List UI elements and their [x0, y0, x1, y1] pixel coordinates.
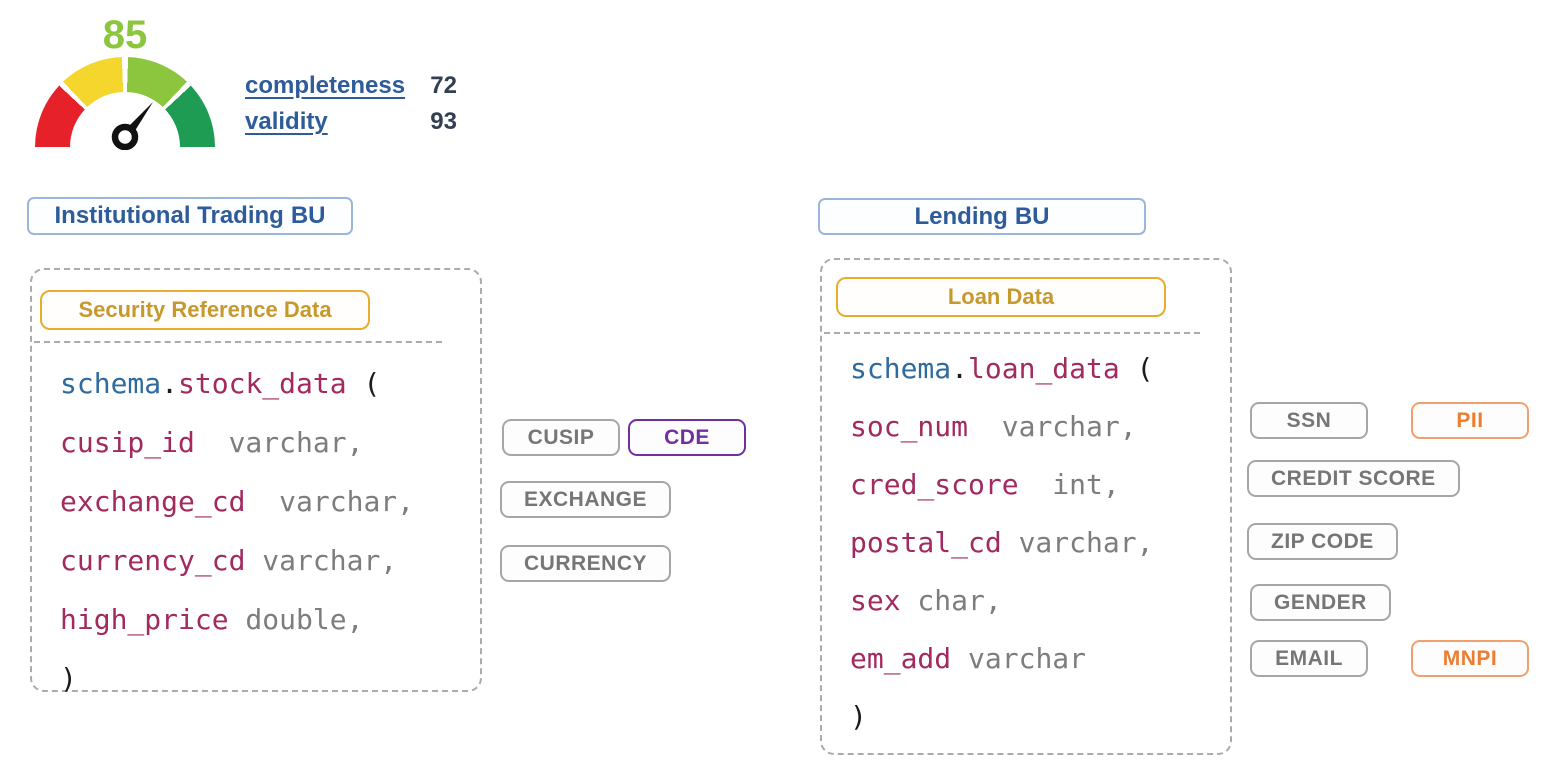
code-line: postal_cd varchar, [850, 514, 1153, 572]
tag-chip-pii[interactable]: PII [1411, 402, 1529, 439]
code-line: soc_num varchar, [850, 398, 1153, 456]
code-line: sex char, [850, 572, 1153, 630]
code-line: schema.loan_data ( [850, 340, 1153, 398]
code-token: cred_score [850, 468, 1019, 501]
quality-score-gauge: 85 [35, 14, 215, 150]
tag-chip-ssn[interactable]: SSN [1250, 402, 1368, 439]
dataset-label-loan[interactable]: Loan Data [836, 277, 1166, 317]
code-line: high_price double, [60, 590, 414, 649]
schema-code-loan-data: schema.loan_data (soc_num varchar,cred_s… [850, 340, 1153, 746]
dataset-panel-loan: Loan Data schema.loan_data (soc_num varc… [820, 258, 1232, 755]
tag-row: EMAIL MNPI [1250, 640, 1529, 677]
code-token: em_add [850, 642, 952, 675]
code-line: exchange_cd varchar, [60, 472, 414, 531]
code-token: schema [60, 367, 162, 400]
code-token: soc_num [850, 410, 969, 443]
completeness-value: 72 [430, 72, 457, 99]
gauge-needle-icon [111, 102, 153, 150]
quality-metrics: completeness 72 validity 93 [245, 72, 457, 144]
code-token: postal_cd [850, 526, 1002, 559]
code-token: schema [850, 352, 952, 385]
code-token: double, [228, 603, 364, 636]
code-line: currency_cd varchar, [60, 531, 414, 590]
code-line: em_add varchar [850, 630, 1153, 688]
code-token: stock_data [178, 367, 347, 400]
code-token: varchar, [245, 544, 398, 577]
tag-chip-cusip[interactable]: CUSIP [502, 419, 620, 456]
code-token: ( [346, 367, 381, 400]
tag-chip-exchange[interactable]: EXCHANGE [500, 481, 672, 518]
code-token: . [161, 367, 179, 400]
code-token: ) [850, 700, 867, 733]
schema-code-stock-data: schema.stock_data (cusip_id varchar,exch… [60, 354, 414, 708]
tag-chip-zip-code[interactable]: ZIP CODE [1247, 523, 1398, 560]
code-token: varchar, [245, 485, 415, 518]
code-token: exchange_cd [60, 485, 246, 518]
code-line: cred_score int, [850, 456, 1153, 514]
code-line: cusip_id varchar, [60, 413, 414, 472]
tag-chip-gender[interactable]: GENDER [1250, 584, 1391, 621]
code-token: ( [1119, 352, 1154, 385]
metric-row-completeness: completeness 72 [245, 72, 457, 108]
code-token: int, [1018, 468, 1120, 501]
code-token: varchar, [968, 410, 1137, 443]
completeness-link[interactable]: completeness [245, 72, 406, 99]
code-token: varchar, [194, 426, 364, 459]
dataset-panel-security-reference: Security Reference Data schema.stock_dat… [30, 268, 482, 695]
bu-suffix: BU [1014, 202, 1050, 230]
code-token: varchar, [1001, 526, 1154, 559]
code-token: high_price [60, 603, 229, 636]
panel-separator [824, 332, 1200, 334]
business-unit-lending[interactable]: Lending BU [818, 198, 1146, 235]
code-line: schema.stock_data ( [60, 354, 414, 413]
code-token: cusip_id [60, 426, 195, 459]
tag-row: CREDIT SCORE [1247, 460, 1460, 497]
business-unit-institutional-trading[interactable]: Institutional Trading BU [27, 197, 353, 235]
code-line: ) [60, 649, 414, 708]
panel-separator [34, 341, 442, 343]
validity-value: 93 [430, 108, 457, 135]
tag-chip-email[interactable]: EMAIL [1250, 640, 1368, 677]
gauge-score-value: 85 [102, 13, 148, 57]
tag-row: ZIP CODE [1247, 523, 1398, 560]
code-line: ) [850, 688, 1153, 746]
code-token: currency_cd [60, 544, 246, 577]
validity-link[interactable]: validity [245, 108, 328, 135]
tag-row: SSN PII [1250, 402, 1529, 439]
bu-suffix: BU [290, 202, 326, 229]
code-token: . [951, 352, 969, 385]
code-token: loan_data [968, 352, 1120, 385]
metric-row-validity: validity 93 [245, 108, 457, 144]
code-token: ) [60, 662, 77, 695]
tag-chip-credit-score[interactable]: CREDIT SCORE [1247, 460, 1460, 497]
code-token: varchar [951, 642, 1087, 675]
bu-name: Institutional Trading [54, 202, 284, 229]
code-token: sex [850, 584, 901, 617]
tag-chip-mnpi[interactable]: MNPI [1411, 640, 1529, 677]
tag-row: CURRENCY [500, 545, 672, 582]
code-token: char, [900, 584, 1002, 617]
tag-row: GENDER [1250, 584, 1391, 621]
bu-name: Lending [914, 202, 1008, 230]
tag-chip-currency[interactable]: CURRENCY [500, 545, 672, 582]
tag-row: EXCHANGE [500, 481, 672, 518]
tag-chip-cde[interactable]: CDE [628, 419, 746, 456]
dataset-label-security-reference[interactable]: Security Reference Data [40, 290, 370, 330]
